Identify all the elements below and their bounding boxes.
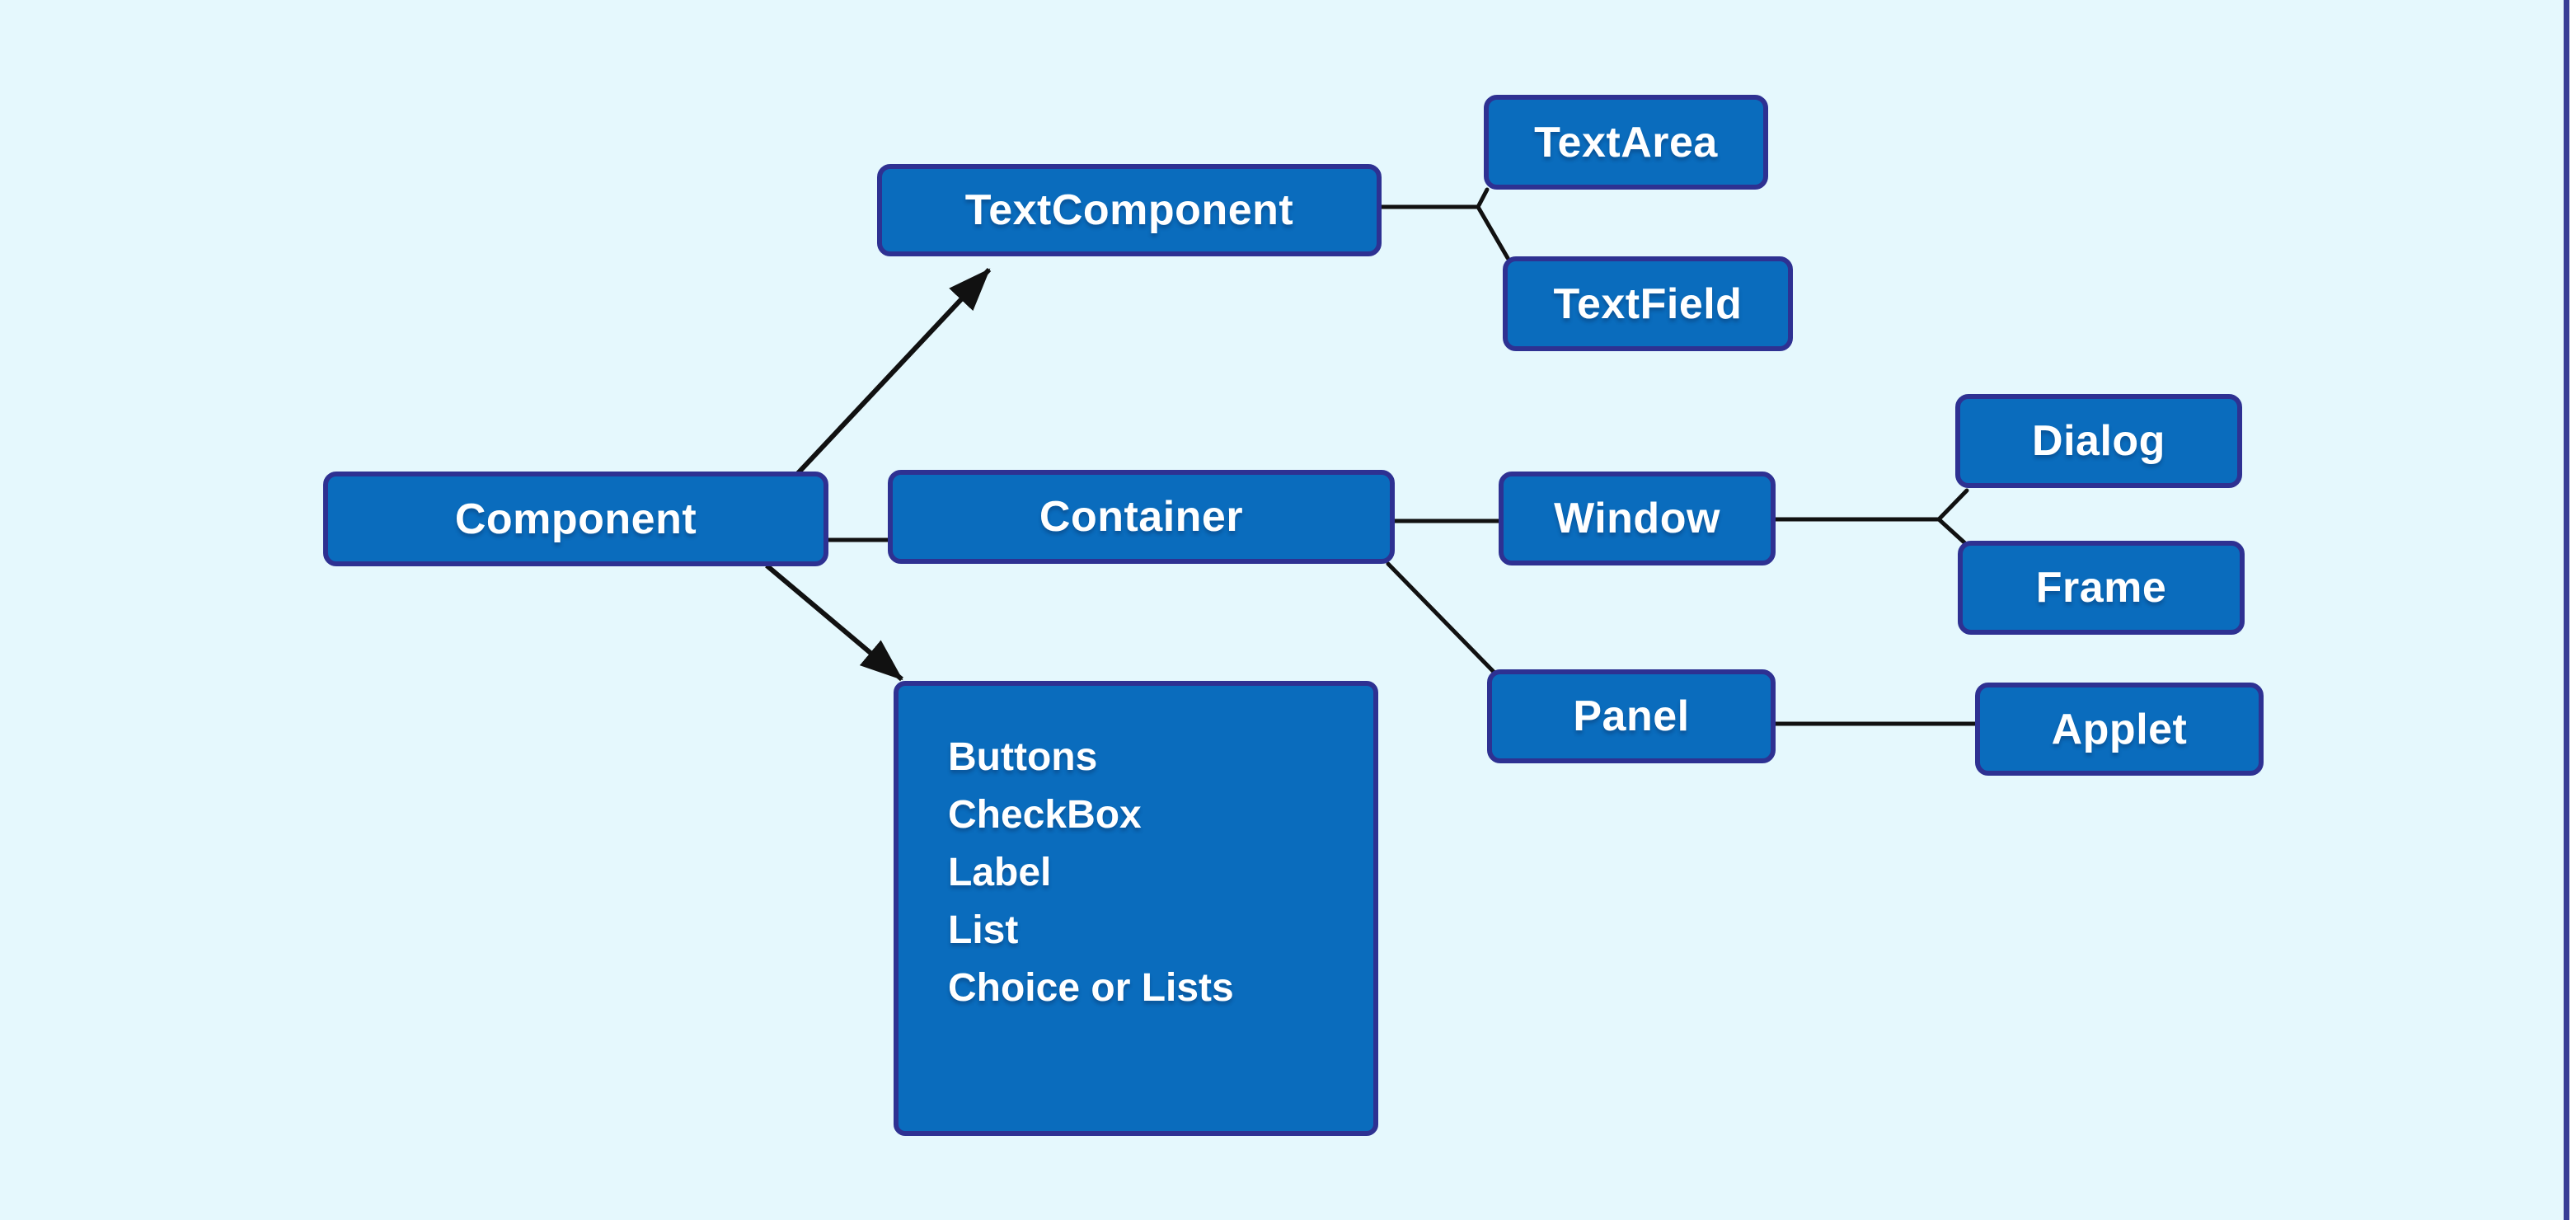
connector-container-panel [1386,561,1496,674]
node-applet: Applet [1975,683,2264,776]
connector-fork-frame [1936,517,1968,547]
widget-list-box: Buttons CheckBox Label List Choice or Li… [894,681,1378,1136]
right-edge-navy-strip [2564,0,2569,1220]
node-dialog-label: Dialog [2032,417,2165,465]
node-window: Window [1499,472,1776,565]
node-dialog: Dialog [1955,394,2242,488]
node-textcomponent-label: TextComponent [964,186,1294,234]
node-textarea-label: TextArea [1534,118,1718,167]
connector-fork-textarea [1476,187,1490,209]
node-textarea: TextArea [1484,95,1768,190]
node-component: Component [323,472,828,566]
node-panel: Panel [1487,669,1776,763]
widget-list-item: Buttons [948,735,1098,779]
widget-list-item: CheckBox [948,793,1142,837]
connector-fork-textfield [1476,204,1510,260]
node-textfield-label: TextField [1553,279,1743,328]
node-component-label: Component [454,495,697,543]
node-textcomponent: TextComponent [877,164,1382,256]
node-panel-label: Panel [1573,692,1690,740]
node-applet-label: Applet [2051,705,2188,753]
node-container-label: Container [1039,493,1244,541]
arrow-component-to-textcomponent [795,267,992,476]
widget-list-item: Label [948,851,1052,894]
node-frame: Frame [1958,541,2245,635]
widget-list: Buttons CheckBox Label List Choice or Li… [899,686,1373,1017]
node-container: Container [888,470,1395,564]
widget-list-item: Choice or Lists [948,966,1234,1010]
right-edge-white-strip [2569,0,2576,1220]
arrow-component-to-widget-list [765,563,903,682]
node-textfield: TextField [1503,256,1793,351]
connector-fork-dialog [1936,488,1969,522]
node-window-label: Window [1554,495,1720,542]
widget-list-item: List [948,908,1019,952]
node-frame-label: Frame [2035,564,2167,612]
